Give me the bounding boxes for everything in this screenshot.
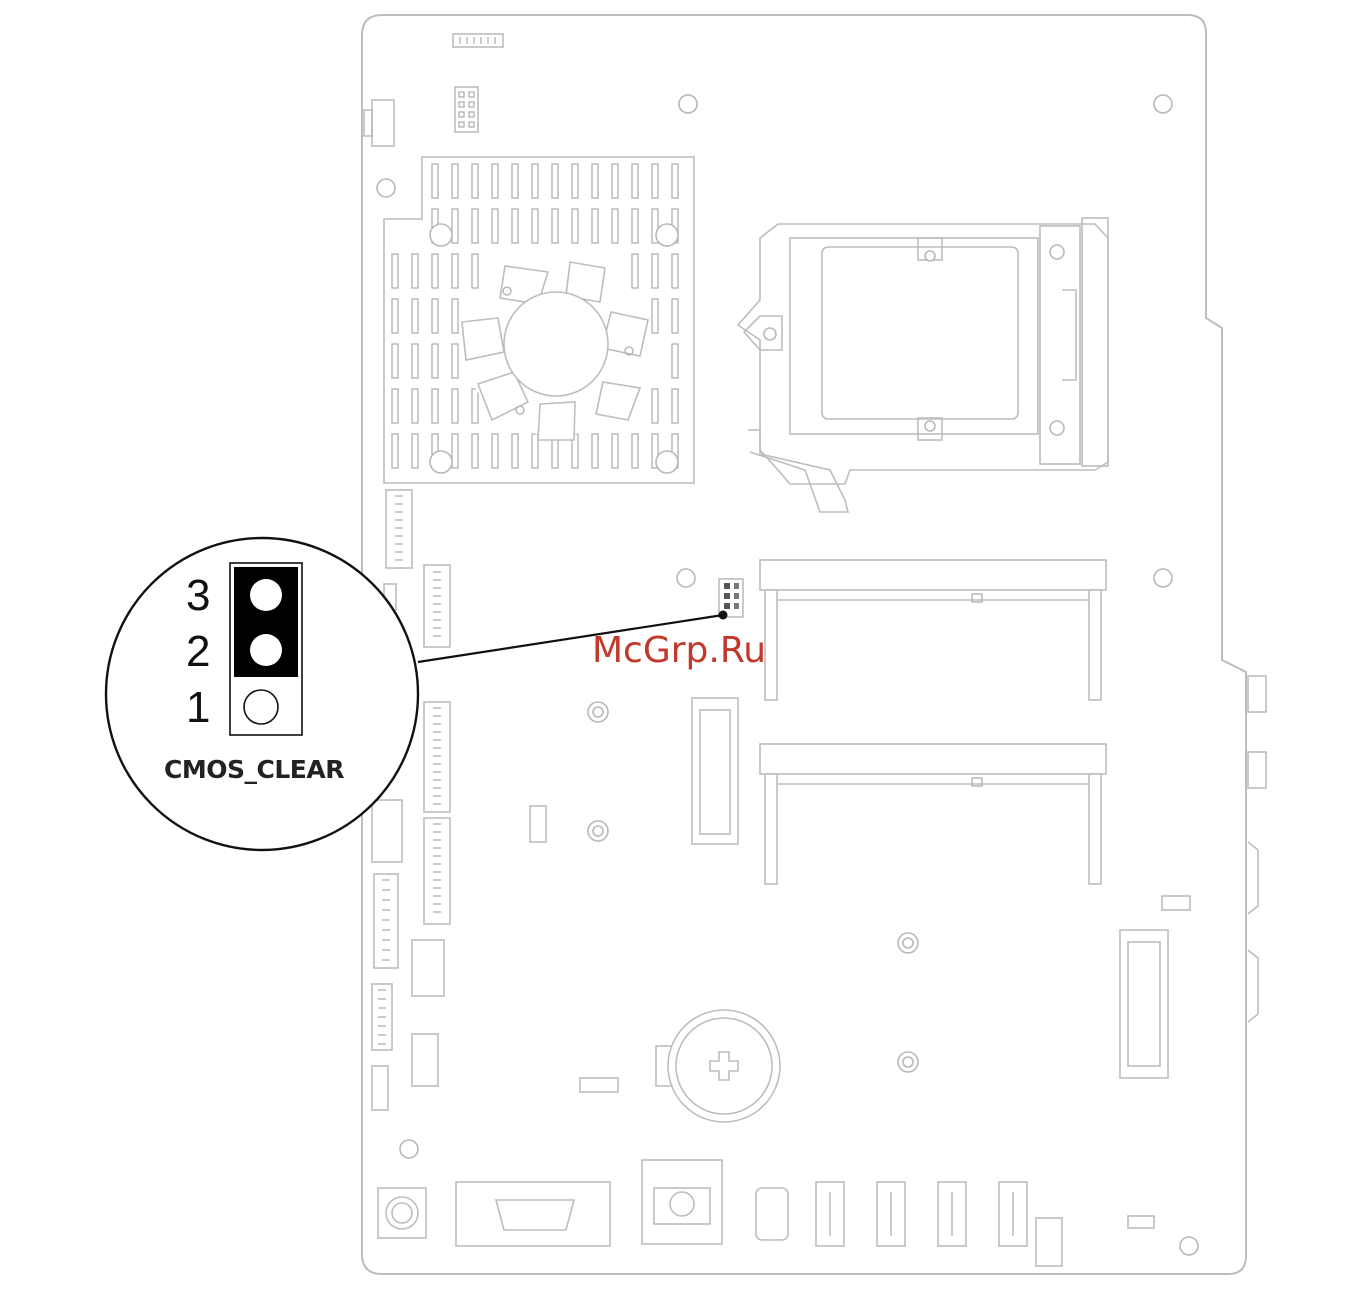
pin-1-label: 1	[186, 683, 210, 732]
watermark: McGrp.Ru	[592, 630, 766, 671]
callout-anchor-dot	[719, 611, 728, 620]
right-ports	[1248, 676, 1266, 1022]
cmos-clear-callout: 3 2 1 CMOS_CLEAR	[106, 538, 418, 850]
pin-3-label: 3	[186, 571, 210, 620]
cmos-clear-caption: CMOS_CLEAR	[164, 755, 344, 784]
pin-2-label: 2	[186, 627, 210, 676]
cooling-fan	[462, 252, 648, 440]
cpu-socket	[738, 218, 1108, 512]
